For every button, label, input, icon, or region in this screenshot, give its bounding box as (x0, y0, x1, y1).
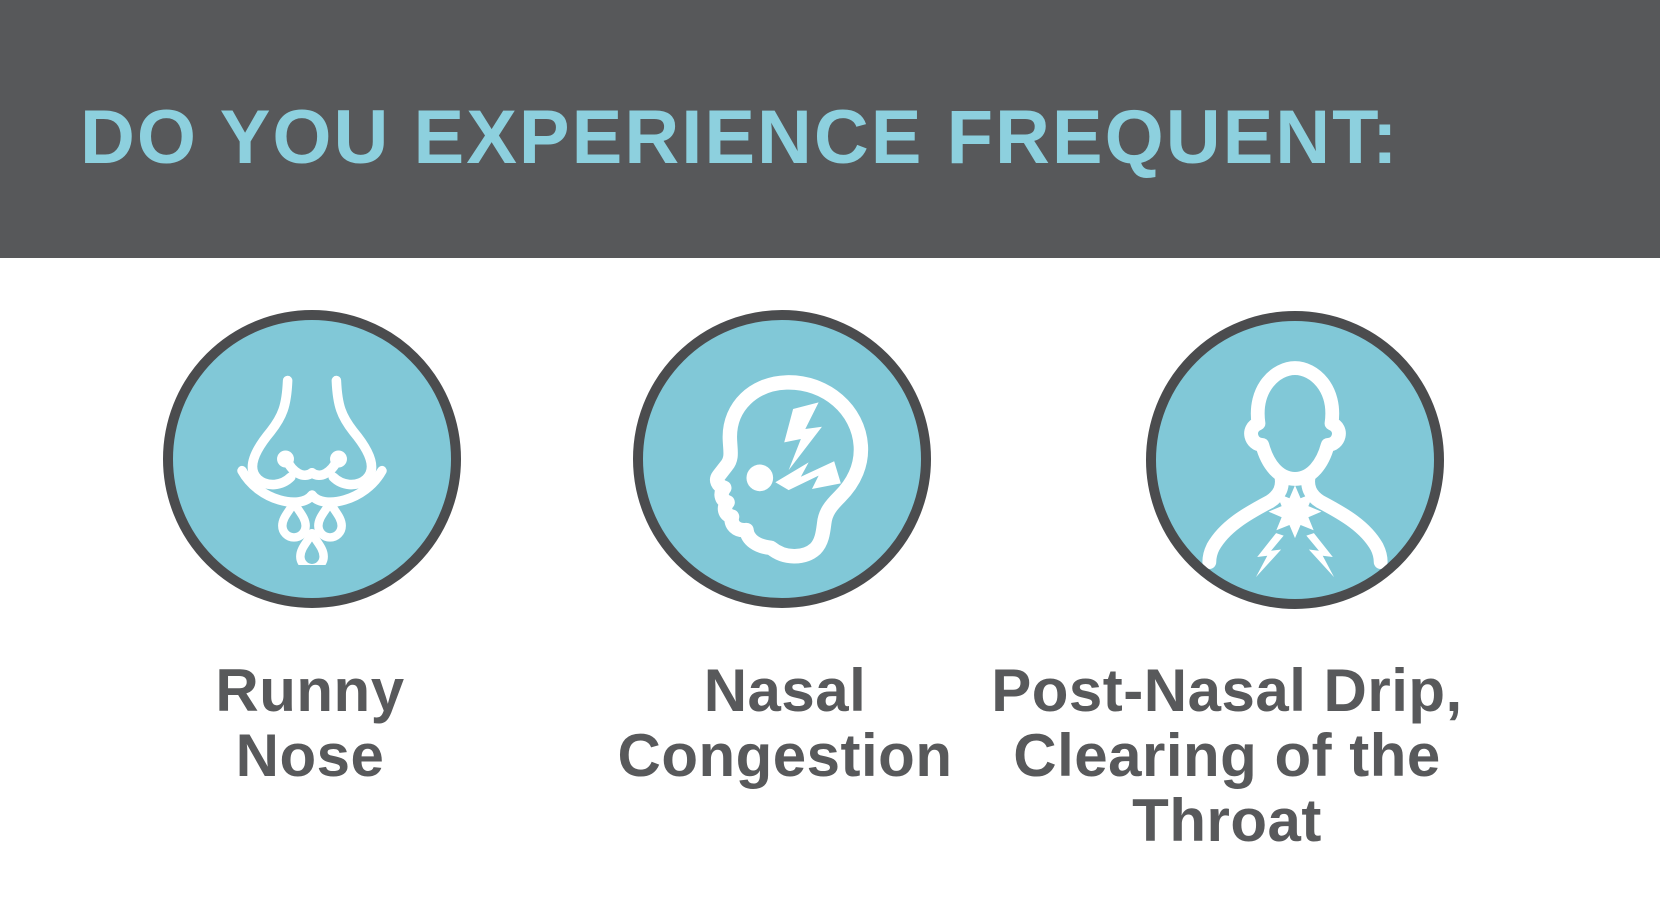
page-title: DO YOU EXPERIENCE FREQUENT: (80, 94, 1400, 180)
nasal-congestion-icon (710, 375, 869, 564)
header-banner: DO YOU EXPERIENCE FREQUENT: (0, 0, 1660, 258)
post-nasal-drip-label: Post-Nasal Drip, Clearing of the Throat (991, 657, 1463, 854)
post-nasal-drip-icon (1202, 361, 1388, 578)
post-nasal-drip-circle (1146, 311, 1444, 609)
runny-nose-circle (163, 310, 461, 608)
nasal-congestion-label: Nasal Congestion (617, 657, 953, 789)
runny-nose-label: Runny Nose (215, 657, 405, 789)
runny-nose-icon (237, 375, 387, 565)
nasal-congestion-circle (633, 310, 931, 608)
